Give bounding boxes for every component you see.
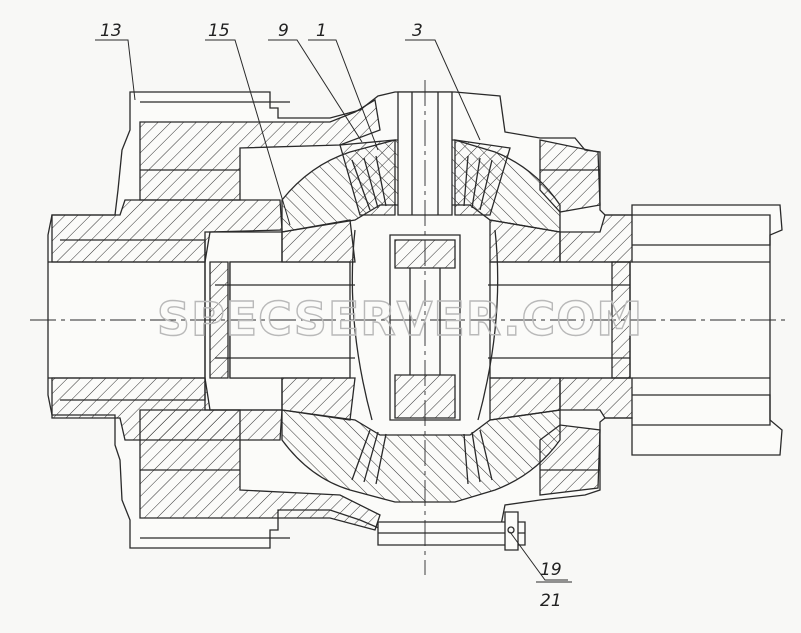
callout-15: 15 [208,21,230,41]
callout-labels: 13 15 9 1 3 19 21 [100,21,572,611]
watermark-text: SPECSERVER.COM [157,292,643,346]
callout-13: 13 [100,21,122,41]
callout-21: 21 [540,591,562,611]
leader-lines [95,39,568,581]
callout-19: 19 [540,560,562,580]
callout-9: 9 [278,21,289,41]
callout-3: 3 [412,21,423,41]
center-lines [30,80,790,575]
callout-1: 1 [316,21,327,41]
